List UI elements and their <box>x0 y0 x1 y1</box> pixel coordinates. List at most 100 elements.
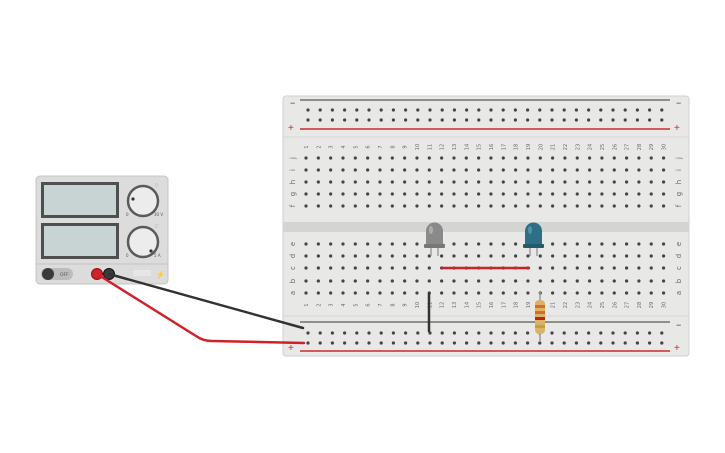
rail-hole[interactable] <box>489 118 493 122</box>
power-supply[interactable]: 0 30 V ◌ 0 5 A ◌ OFF ⚡ <box>35 175 169 285</box>
breadboard-hole[interactable] <box>501 254 505 258</box>
breadboard-hole[interactable] <box>501 156 505 160</box>
breadboard-hole[interactable] <box>600 180 604 184</box>
breadboard-hole[interactable] <box>649 266 653 270</box>
breadboard-hole[interactable] <box>575 279 579 283</box>
breadboard-hole[interactable] <box>316 156 320 160</box>
breadboard-hole[interactable] <box>501 168 505 172</box>
breadboard-hole[interactable] <box>427 168 431 172</box>
breadboard-hole[interactable] <box>440 279 444 283</box>
breadboard-hole[interactable] <box>575 156 579 160</box>
rail-hole[interactable] <box>599 341 603 345</box>
breadboard-hole[interactable] <box>378 180 382 184</box>
rail-hole[interactable] <box>465 341 469 345</box>
breadboard-hole[interactable] <box>316 168 320 172</box>
breadboard-hole[interactable] <box>624 180 629 184</box>
breadboard-hole[interactable] <box>563 266 567 270</box>
breadboard-hole[interactable] <box>464 242 468 246</box>
breadboard-hole[interactable] <box>452 192 456 196</box>
breadboard-hole[interactable] <box>452 279 456 283</box>
breadboard-hole[interactable] <box>427 266 431 270</box>
rail-hole[interactable] <box>416 341 420 345</box>
breadboard-hole[interactable] <box>600 192 604 196</box>
breadboard-hole[interactable] <box>366 242 370 246</box>
rail-hole[interactable] <box>599 118 603 122</box>
breadboard-hole[interactable] <box>378 168 382 172</box>
breadboard-hole[interactable] <box>341 266 345 270</box>
breadboard-hole[interactable] <box>477 168 481 172</box>
breadboard-hole[interactable] <box>415 254 419 258</box>
rail-hole[interactable] <box>660 108 664 112</box>
rail-hole[interactable] <box>306 108 310 112</box>
breadboard-hole[interactable] <box>514 254 518 258</box>
rail-hole[interactable] <box>599 331 603 335</box>
breadboard-hole[interactable] <box>403 192 407 196</box>
breadboard-hole[interactable] <box>612 204 616 208</box>
breadboard-hole[interactable] <box>353 254 357 258</box>
breadboard-hole[interactable] <box>316 266 320 270</box>
breadboard-hole[interactable] <box>353 291 357 295</box>
rail-hole[interactable] <box>623 341 627 345</box>
breadboard-hole[interactable] <box>304 192 308 196</box>
breadboard-hole[interactable] <box>464 192 468 196</box>
breadboard-hole[interactable] <box>514 192 518 196</box>
breadboard-hole[interactable] <box>329 192 333 196</box>
breadboard-hole[interactable] <box>612 279 616 283</box>
breadboard-hole[interactable] <box>353 242 357 246</box>
breadboard-hole[interactable] <box>390 168 394 172</box>
breadboard-hole[interactable] <box>600 156 604 160</box>
breadboard-hole[interactable] <box>366 204 370 208</box>
breadboard-hole[interactable] <box>304 156 308 160</box>
breadboard-hole[interactable] <box>514 156 518 160</box>
rail-hole[interactable] <box>623 118 627 122</box>
breadboard-hole[interactable] <box>538 180 542 184</box>
breadboard-hole[interactable] <box>563 156 567 160</box>
rail-hole[interactable] <box>404 331 408 335</box>
breadboard-hole[interactable] <box>452 204 456 208</box>
breadboard-hole[interactable] <box>587 291 592 295</box>
breadboard-hole[interactable] <box>403 279 407 283</box>
rail-hole[interactable] <box>501 341 505 345</box>
breadboard-hole[interactable] <box>612 254 616 258</box>
breadboard-hole[interactable] <box>624 254 629 258</box>
rail-hole[interactable] <box>465 108 469 112</box>
breadboard-hole[interactable] <box>415 279 419 283</box>
breadboard-hole[interactable] <box>440 192 444 196</box>
breadboard-hole[interactable] <box>526 192 530 196</box>
rail-hole[interactable] <box>379 331 383 335</box>
breadboard-hole[interactable] <box>341 254 345 258</box>
breadboard-hole[interactable] <box>415 291 419 295</box>
breadboard-hole[interactable] <box>464 279 468 283</box>
rail-hole[interactable] <box>477 108 481 112</box>
breadboard-hole[interactable] <box>403 291 407 295</box>
rail-hole[interactable] <box>611 118 615 122</box>
breadboard-hole[interactable] <box>464 254 468 258</box>
breadboard-hole[interactable] <box>587 204 592 208</box>
breadboard-hole[interactable] <box>378 291 382 295</box>
breadboard-hole[interactable] <box>452 254 456 258</box>
breadboard-hole[interactable] <box>649 180 653 184</box>
breadboard-hole[interactable] <box>366 168 370 172</box>
rail-hole[interactable] <box>452 108 456 112</box>
breadboard-hole[interactable] <box>353 156 357 160</box>
rail-hole[interactable] <box>343 331 347 335</box>
breadboard-hole[interactable] <box>341 156 345 160</box>
rail-hole[interactable] <box>513 341 518 345</box>
breadboard-hole[interactable] <box>551 254 555 258</box>
breadboard-hole[interactable] <box>440 168 444 172</box>
breadboard-hole[interactable] <box>563 279 567 283</box>
rail-hole[interactable] <box>343 108 347 112</box>
breadboard-hole[interactable] <box>415 204 419 208</box>
breadboard-hole[interactable] <box>329 180 333 184</box>
breadboard-hole[interactable] <box>649 242 653 246</box>
breadboard-hole[interactable] <box>316 242 320 246</box>
rail-hole[interactable] <box>477 118 481 122</box>
breadboard-hole[interactable] <box>316 192 320 196</box>
rail-hole[interactable] <box>574 341 579 345</box>
breadboard-hole[interactable] <box>649 291 653 295</box>
breadboard-hole[interactable] <box>612 156 616 160</box>
breadboard-hole[interactable] <box>427 192 431 196</box>
breadboard-hole[interactable] <box>390 156 394 160</box>
rail-hole[interactable] <box>526 108 530 112</box>
breadboard-hole[interactable] <box>366 156 370 160</box>
